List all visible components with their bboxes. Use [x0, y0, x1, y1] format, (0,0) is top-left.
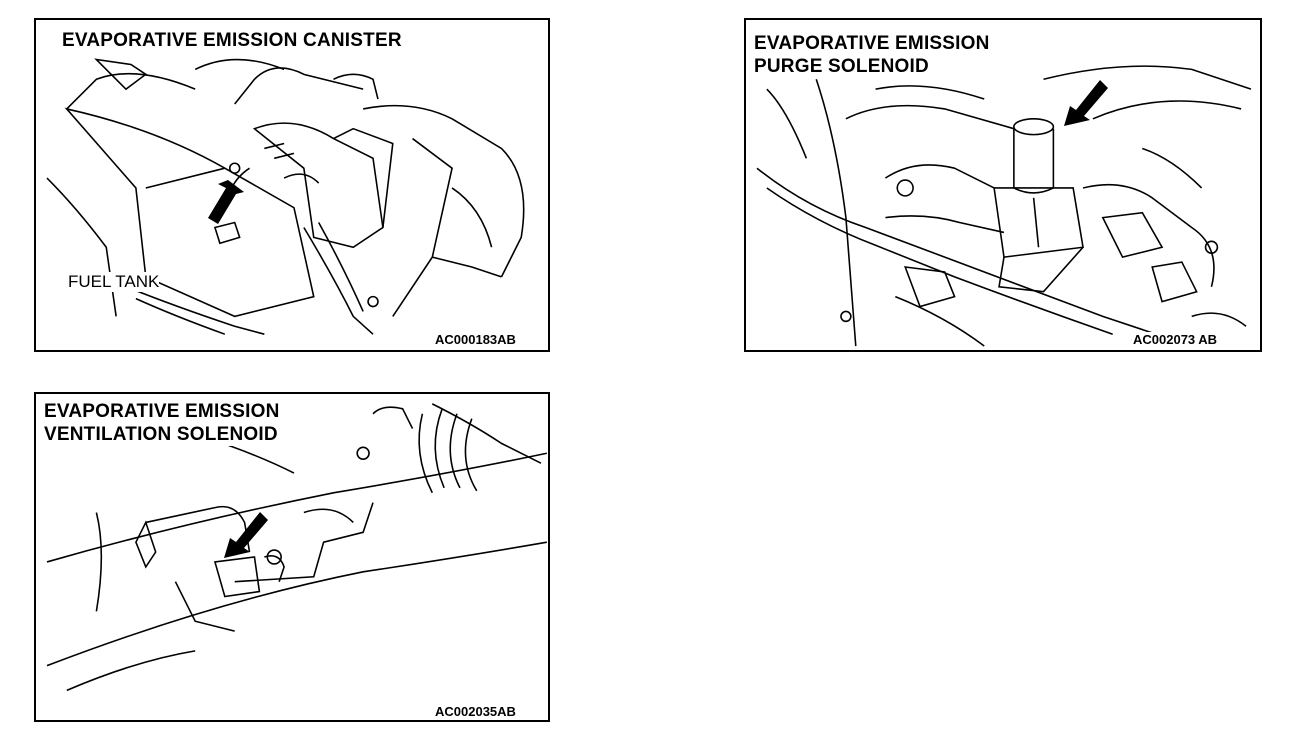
figure-code: AC000183AB — [434, 332, 517, 347]
panel-title: EVAPORATIVE EMISSION CANISTER — [62, 29, 402, 52]
arrow-pointer-icon — [224, 512, 268, 558]
panel-title-line: EVAPORATIVE EMISSION — [44, 401, 280, 422]
arrow-pointer-icon — [1064, 80, 1108, 126]
panel-title: EVAPORATIVE EMISSION PURGE SOLENOID — [754, 32, 990, 78]
canister-illustration — [46, 58, 525, 335]
panel-title-line: VENTILATION SOLENOID — [44, 424, 278, 445]
canister-diagram-panel: EVAPORATIVE EMISSION CANISTER FUEL TANK … — [34, 18, 550, 352]
figure-code: AC002035AB — [434, 704, 517, 719]
ventilation-solenoid-diagram-panel: EVAPORATIVE EMISSION VENTILATION SOLENOI… — [34, 392, 550, 722]
panel-title-line: EVAPORATIVE EMISSION — [754, 33, 990, 54]
ventilation-solenoid-illustration — [46, 403, 548, 692]
arrow-pointer-icon — [208, 180, 244, 224]
panel-title: EVAPORATIVE EMISSION VENTILATION SOLENOI… — [44, 400, 280, 446]
panel-title-line: PURGE SOLENOID — [754, 56, 929, 77]
panel-title-line: EVAPORATIVE EMISSION CANISTER — [62, 30, 402, 51]
purge-solenoid-diagram-panel: EVAPORATIVE EMISSION PURGE SOLENOID AC00… — [744, 18, 1262, 352]
figure-code: AC002073 AB — [1132, 332, 1219, 347]
purge-solenoid-illustration — [756, 65, 1252, 347]
fuel-tank-label: FUEL TANK — [68, 272, 160, 292]
